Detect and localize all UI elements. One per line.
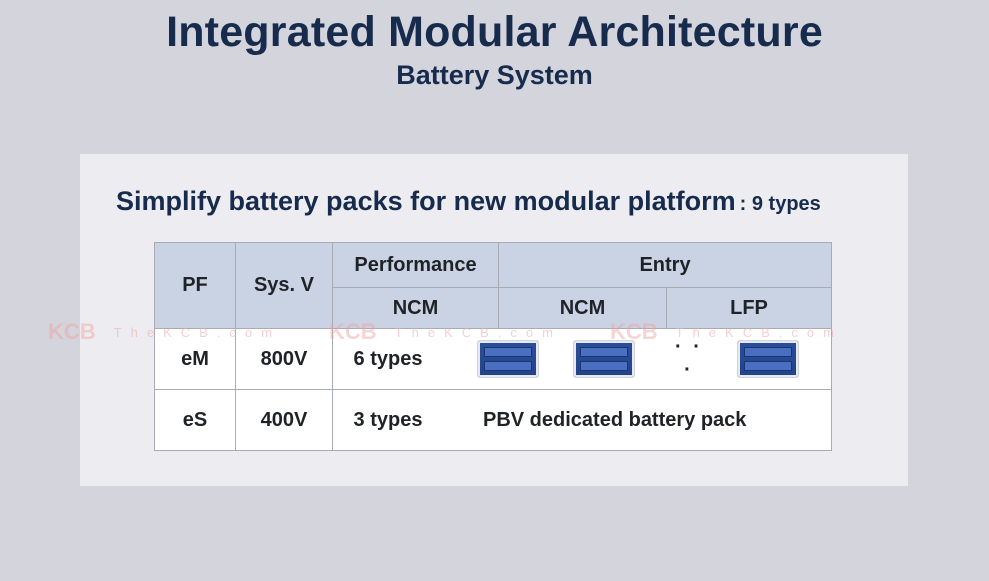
battery-spec-table: PF Sys. V Performance Entry NCM NCM LFP … bbox=[154, 242, 832, 451]
table-header-row: PF Sys. V Performance Entry bbox=[154, 242, 832, 329]
battery-pack-icon bbox=[737, 340, 799, 378]
row-pf: eS bbox=[154, 389, 236, 451]
header-pf: PF bbox=[154, 242, 236, 329]
content-card: Simplify battery packs for new modular p… bbox=[80, 154, 908, 486]
header-performance: Performance bbox=[332, 242, 499, 288]
row-types: 3 types bbox=[353, 408, 423, 431]
page-title: Integrated Modular Architecture bbox=[166, 8, 823, 56]
battery-pack-icon bbox=[477, 340, 539, 378]
ellipsis: · · · bbox=[675, 336, 703, 381]
row-types-cell: 6 types · · · bbox=[332, 328, 832, 390]
row-types-cell: 3 types PBV dedicated battery pack bbox=[332, 389, 832, 451]
headline-suffix: : 9 types bbox=[739, 193, 821, 215]
headline-text: Simplify battery packs for new modular p… bbox=[116, 186, 736, 216]
table-row: eM 800V 6 types · · · bbox=[154, 328, 832, 390]
row-note: PBV dedicated battery pack bbox=[483, 408, 747, 431]
header-entry: Entry bbox=[498, 242, 832, 288]
page-subtitle: Battery System bbox=[396, 60, 593, 90]
card-headline: Simplify battery packs for new modular p… bbox=[116, 186, 821, 217]
table-row: eS 400V 3 types PBV dedicated battery pa… bbox=[154, 389, 832, 451]
header-entry-ncm: NCM bbox=[498, 287, 667, 329]
row-volt: 400V bbox=[235, 389, 333, 451]
header-perf-ncm: NCM bbox=[332, 287, 499, 329]
row-pf: eM bbox=[154, 328, 236, 390]
battery-pack-icon bbox=[573, 340, 635, 378]
battery-pack-images: · · · bbox=[477, 336, 799, 382]
table-subheader-row: NCM NCM LFP bbox=[155, 287, 832, 329]
header-entry-lfp: LFP bbox=[666, 287, 832, 329]
header-sys-v: Sys. V bbox=[235, 242, 333, 329]
row-volt: 800V bbox=[235, 328, 333, 390]
row-types: 6 types bbox=[353, 347, 423, 370]
